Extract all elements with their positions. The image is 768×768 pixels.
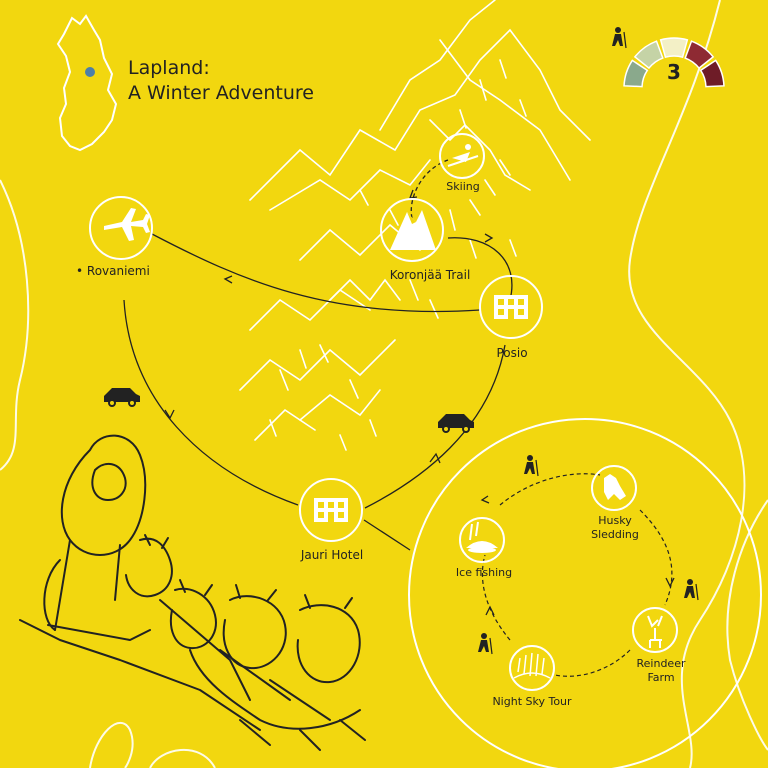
label-posio: Posio xyxy=(496,346,528,360)
difficulty-gauge xyxy=(623,37,725,88)
gauge-segment-2 xyxy=(633,40,664,70)
ice-fishing-icon xyxy=(466,521,498,553)
hotel-icon xyxy=(314,498,348,522)
car-icon xyxy=(438,414,474,433)
reindeer-line-2: Farm xyxy=(647,671,675,684)
hiker-icon xyxy=(612,27,627,49)
label-koronjaa: Koronjää Trail xyxy=(389,268,471,282)
hiker-icon xyxy=(524,455,539,477)
airplane-icon xyxy=(104,208,150,241)
hiker-icon xyxy=(684,579,699,601)
label-skiing: Skiing xyxy=(446,180,480,193)
location-dot xyxy=(85,67,95,77)
stop-circle-rovaniemi xyxy=(89,196,153,260)
finland-outline xyxy=(56,14,118,152)
activity-circle-reindeer xyxy=(632,607,678,653)
gauge-segment-5 xyxy=(699,59,725,88)
stop-circle-koronjaa xyxy=(380,198,444,262)
gauge-segment-1 xyxy=(623,59,649,88)
title-line-1: Lapland: xyxy=(128,57,210,79)
stop-circle-jauri xyxy=(299,478,363,542)
mountain-sketch xyxy=(239,0,591,451)
building-icon xyxy=(494,295,528,319)
stop-circle-skiing xyxy=(439,133,485,179)
husky-line-1: Husky xyxy=(598,514,632,527)
mountain-icon xyxy=(390,210,436,250)
hiker-icon xyxy=(478,633,493,655)
activities-circle xyxy=(408,418,762,768)
activity-circle-icefishing xyxy=(459,517,505,563)
husky-line-2: Sledding xyxy=(591,528,639,541)
label-jauri-hotel: Jauri Hotel xyxy=(300,548,364,562)
husky-icon xyxy=(604,474,626,500)
label-rovaniemi: • Rovaniemi xyxy=(76,264,150,278)
aurora-icon xyxy=(513,652,551,679)
gauge-segment-3 xyxy=(659,37,689,59)
dog-sled-illustration xyxy=(19,434,366,751)
gauge-segment-4 xyxy=(684,40,715,70)
label-reindeer-farm: Reindeer Farm xyxy=(637,657,686,685)
label-ice-fishing: Ice fishing xyxy=(455,566,513,579)
stop-circle-posio xyxy=(479,275,543,339)
activity-circle-husky xyxy=(591,465,637,511)
car-icon xyxy=(104,388,140,407)
activity-circle-nightsky xyxy=(509,645,555,691)
difficulty-value: 3 xyxy=(667,60,681,84)
map-title: Lapland: A Winter Adventure xyxy=(128,56,314,106)
route-lines xyxy=(123,159,513,551)
label-night-sky-tour: Night Sky Tour xyxy=(492,695,572,708)
reindeer-line-1: Reindeer xyxy=(636,657,686,670)
label-husky-sledding: Husky Sledding xyxy=(591,514,639,542)
reindeer-icon xyxy=(647,615,663,648)
skier-icon xyxy=(447,144,479,167)
title-line-2: A Winter Adventure xyxy=(128,82,314,104)
